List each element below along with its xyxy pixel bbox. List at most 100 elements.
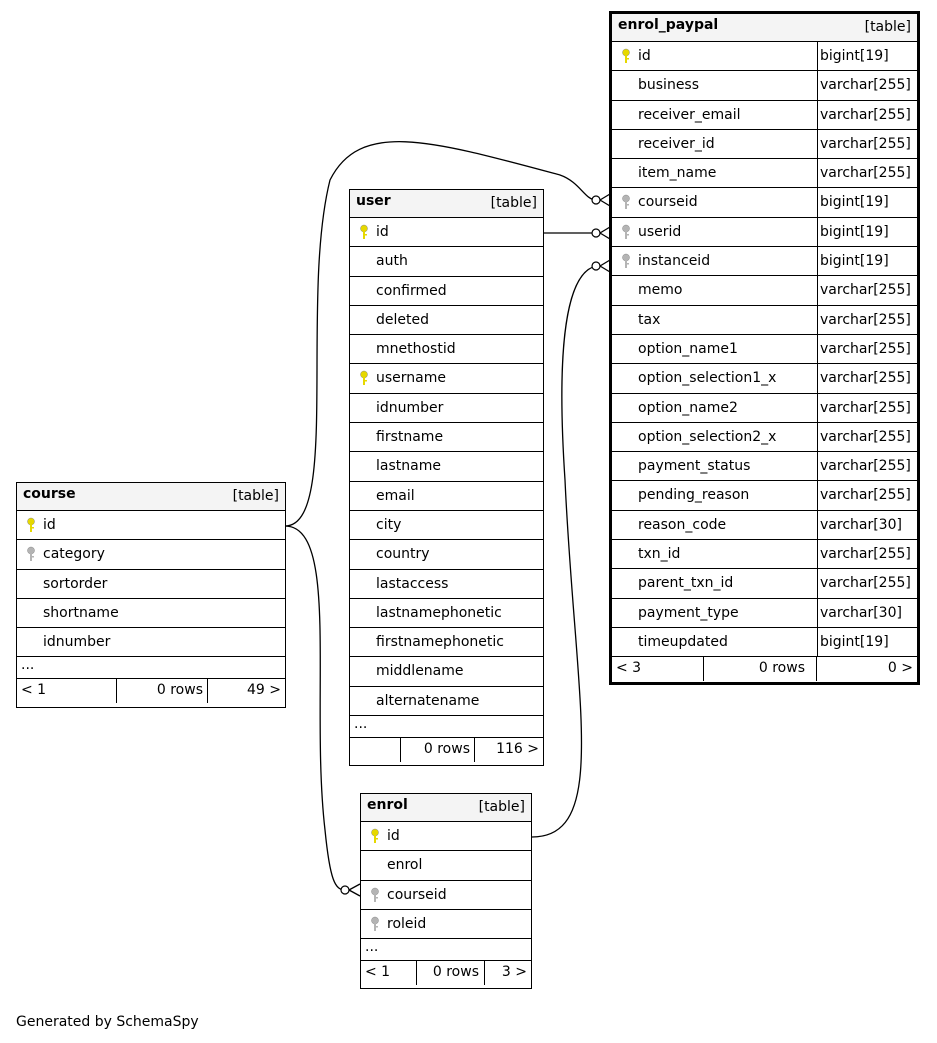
table-enrol_paypal[interactable]: enrol_paypal [table] id bigint[19] busines… xyxy=(609,11,920,685)
column-row[interactable]: country xyxy=(350,540,543,570)
column-row[interactable]: option_name1 varchar[255] xyxy=(612,334,917,365)
column-row[interactable]: lastaccess xyxy=(350,570,543,599)
footer-children[interactable]: 49 > xyxy=(247,682,281,699)
column-type: varchar[255] xyxy=(820,106,911,123)
column-row[interactable]: city xyxy=(350,511,543,541)
column-row[interactable]: mnethostid xyxy=(350,335,543,365)
column-row[interactable]: option_selection2_x varchar[255] xyxy=(612,422,917,453)
column-row[interactable]: middlename xyxy=(350,657,543,687)
column-name: pending_reason xyxy=(638,487,750,504)
column-row[interactable]: category xyxy=(17,540,285,570)
column-row[interactable]: auth xyxy=(350,247,543,277)
column-name: reason_code xyxy=(638,516,727,533)
more-columns: ... xyxy=(17,657,285,680)
foreign-key-icon xyxy=(621,224,631,240)
column-row[interactable]: id xyxy=(17,511,285,541)
table-header: user [table] xyxy=(350,190,543,218)
column-name: option_selection2_x xyxy=(638,428,777,445)
column-row[interactable]: shortname xyxy=(17,599,285,629)
column-type: varchar[255] xyxy=(820,340,911,357)
column-row[interactable]: roleid xyxy=(361,910,531,940)
footer-rows: 0 rows xyxy=(432,964,479,981)
column-name: parent_txn_id xyxy=(638,575,734,592)
column-name: receiver_email xyxy=(638,106,741,123)
primary-key-icon xyxy=(621,48,631,64)
footer-parents[interactable]: < 1 xyxy=(21,682,47,699)
column-name: id xyxy=(638,48,651,64)
column-row[interactable]: courseid xyxy=(361,881,531,910)
optional-circles xyxy=(340,195,601,895)
column-row[interactable]: enrol xyxy=(361,851,531,881)
footer-rows: 0 rows xyxy=(156,682,203,699)
foreign-key-icon xyxy=(370,916,380,932)
column-row[interactable]: deleted xyxy=(350,306,543,336)
column-row[interactable]: firstnamephonetic xyxy=(350,628,543,658)
column-type: bigint[19] xyxy=(820,223,889,240)
column-type: bigint[19] xyxy=(820,194,889,211)
footer-children[interactable]: 3 > xyxy=(501,964,527,981)
column-row[interactable]: email xyxy=(350,482,543,511)
footer-parents[interactable]: < 3 xyxy=(616,660,642,677)
column-row[interactable]: id bigint[19] xyxy=(612,42,917,72)
foreign-key-icon xyxy=(621,194,631,210)
column-type: varchar[255] xyxy=(820,428,911,445)
column-row[interactable]: parent_txn_id varchar[255] xyxy=(612,569,917,599)
column-name: txn_id xyxy=(638,546,681,563)
column-type: varchar[255] xyxy=(820,575,911,592)
column-name: email xyxy=(376,487,415,504)
column-name: lastname xyxy=(376,458,441,475)
column-name: city xyxy=(376,516,402,533)
column-row[interactable]: firstname xyxy=(350,423,543,453)
column-type: bigint[19] xyxy=(820,48,889,64)
column-row[interactable]: confirmed xyxy=(350,277,543,306)
column-name: option_name1 xyxy=(638,340,738,357)
crowfoot-marks xyxy=(348,193,611,897)
footer-children[interactable]: 116 > xyxy=(496,741,539,758)
footer-children[interactable]: 0 > xyxy=(887,660,913,677)
column-type: varchar[255] xyxy=(820,487,911,504)
column-name: id xyxy=(387,828,400,844)
more-columns: ... xyxy=(361,939,531,962)
column-row[interactable]: lastname xyxy=(350,452,543,482)
column-row[interactable]: receiver_email varchar[255] xyxy=(612,100,917,130)
table-type: [table] xyxy=(232,488,279,504)
column-name: confirmed xyxy=(376,282,447,299)
column-row[interactable]: sortorder xyxy=(17,570,285,599)
column-row[interactable]: id xyxy=(361,822,531,852)
footer-parents[interactable]: < 1 xyxy=(365,964,391,981)
column-name: timeupdated xyxy=(638,633,728,650)
column-row[interactable]: id xyxy=(350,218,543,248)
column-type: varchar[255] xyxy=(820,458,911,475)
column-type: varchar[255] xyxy=(820,282,911,299)
column-name: instanceid xyxy=(638,253,711,270)
column-row[interactable]: pending_reason varchar[255] xyxy=(612,481,917,511)
column-row[interactable]: idnumber xyxy=(17,628,285,658)
column-row[interactable]: lastnamephonetic xyxy=(350,599,543,629)
column-row[interactable]: idnumber xyxy=(350,394,543,424)
column-name: roleid xyxy=(387,915,427,932)
table-footer: < 1 0 rows 49 > xyxy=(17,679,285,704)
column-row[interactable]: alternatename xyxy=(350,687,543,717)
table-header: enrol_paypal [table] xyxy=(612,14,917,42)
column-name: shortname xyxy=(43,604,119,621)
column-row[interactable]: username xyxy=(350,364,543,394)
